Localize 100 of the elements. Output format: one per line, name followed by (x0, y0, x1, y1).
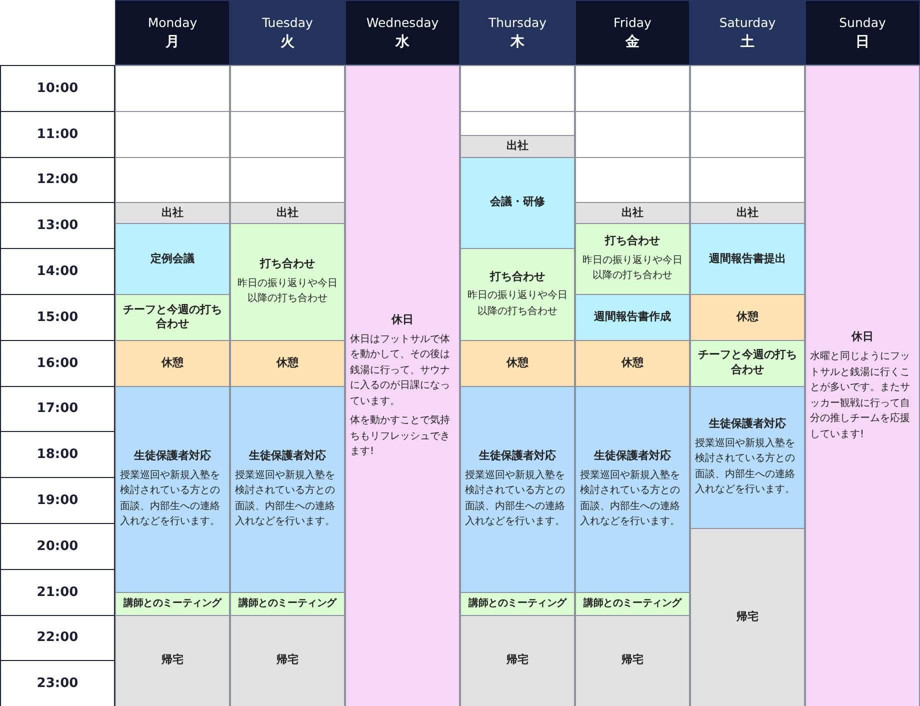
event-title: 休憩 (162, 356, 184, 371)
event-description: 授業巡回や新規入塾を検討されている方との面談、内部生への連絡入れなどを行います。 (235, 468, 336, 530)
event-title: 週間報告書作成 (594, 310, 671, 325)
time-cell (0, 248, 115, 295)
day-name: Tuesday (262, 14, 313, 30)
time-label: 20:00 (36, 538, 78, 554)
day-header (575, 0, 690, 65)
day-kanji: 金 (626, 32, 640, 50)
break-block (230, 340, 345, 387)
event-description: 昨日の振り返りや今日以降の打ち合わせ (236, 276, 338, 306)
day-header (345, 0, 460, 65)
event-title: 出社 (276, 206, 298, 221)
event-description: 体を動かすことで気持ちもリフレッシュできます! (350, 414, 451, 460)
break-block (115, 340, 230, 387)
event-title: 講師とのミーティング (583, 596, 682, 611)
time-label: 23:00 (36, 676, 78, 692)
day-kanji: 木 (510, 32, 524, 50)
schedule-block (115, 592, 230, 616)
event-title: 生徒保護者対応 (479, 448, 556, 464)
event-title: 講師とのミーティング (238, 596, 336, 611)
time-cell (0, 660, 115, 706)
event-title: 出社 (506, 138, 528, 154)
holiday-block (345, 65, 460, 706)
empty-time-slot (460, 110, 575, 136)
event-title: 生徒保護者対応 (134, 448, 211, 464)
schedule-block (460, 156, 575, 250)
time-label: 22:00 (36, 630, 78, 646)
schedule-block (690, 340, 805, 387)
event-title: 休日 (852, 330, 874, 346)
schedule-block (575, 386, 690, 593)
day-kanji: 水 (396, 32, 410, 50)
schedule-block (460, 248, 575, 341)
break-block (575, 340, 690, 387)
event-title: 生徒保護者対応 (594, 448, 671, 464)
time-cell (0, 477, 115, 524)
event-description: 授業巡回や新規入塾を検討されている方との面談、内部生への連絡入れなどを行います。 (465, 468, 566, 530)
event-title: 帰宅 (736, 610, 758, 625)
event-title: 打ち合わせ (490, 270, 545, 284)
event-title: 帰宅 (162, 653, 184, 668)
holiday-block (805, 65, 920, 706)
event-title: 休憩 (736, 310, 758, 325)
day-name: Sunday (839, 14, 886, 30)
schedule-block (690, 386, 805, 529)
schedule-block (230, 592, 345, 616)
time-label: 18:00 (36, 447, 78, 462)
time-label: 21:00 (36, 584, 78, 600)
event-title: 打ち合わせ (260, 256, 315, 272)
event-title: チーフと今週の打ち合わせ (122, 302, 223, 332)
schedule-block (115, 614, 230, 706)
schedule-block (575, 223, 690, 295)
day-header (690, 0, 805, 65)
event-description: 授業巡回や新規入塾を検討されている方との面談、内部生への連絡入れなどを行います。 (120, 468, 221, 530)
day-header (805, 0, 920, 65)
day-name: Thursday (488, 14, 547, 30)
time-cell (0, 386, 115, 432)
event-description: 昨日の振り返りや今日以降の打ち合わせ (466, 288, 568, 319)
schedule-block (575, 294, 690, 341)
event-title: 定例会議 (150, 252, 194, 266)
time-label: 11:00 (36, 126, 78, 142)
event-description: 水曜と同じようにフットサルと銭湯に行くことが多いです。またサッカー観戦に行って自分の推しチームを応援しています! (810, 350, 911, 442)
time-cell (0, 431, 115, 478)
time-cell (0, 110, 115, 158)
time-cell (0, 340, 115, 387)
day-header (230, 0, 345, 65)
time-label: 19:00 (36, 493, 78, 508)
day-kanji: 日 (856, 32, 870, 50)
time-cell (0, 523, 115, 570)
schedule-block (230, 614, 345, 706)
schedule-block (115, 386, 230, 593)
time-label: 17:00 (36, 401, 78, 416)
schedule-block (460, 614, 575, 706)
day-name: Friday (614, 14, 652, 30)
schedule-block (230, 202, 345, 224)
time-cell (0, 156, 115, 204)
day-name: Wednesday (366, 14, 439, 30)
day-kanji: 火 (280, 32, 294, 50)
event-title: 生徒保護者対応 (709, 416, 786, 432)
event-title: 講師とのミーティング (468, 596, 566, 611)
schedule-block (115, 223, 230, 295)
event-title: 週間報告書提出 (709, 252, 786, 266)
schedule-block (690, 528, 805, 706)
break-block (690, 294, 805, 341)
day-kanji: 土 (740, 32, 754, 50)
day-name: Saturday (719, 14, 776, 30)
schedule-block (690, 223, 805, 295)
event-title: チーフと今週の打ち合わせ (697, 348, 798, 378)
event-description: 休日はフットサルで体を動かして、その後は銭湯に行って、サウナに入るのが日課になっています。 (350, 332, 451, 409)
event-title: 休憩 (506, 356, 528, 371)
event-title: 休日 (392, 312, 414, 328)
time-cell (0, 568, 115, 616)
event-title: 帰宅 (276, 653, 298, 668)
day-kanji: 月 (166, 32, 180, 50)
event-title: 打ち合わせ (605, 234, 660, 249)
schedule-block (690, 202, 805, 224)
schedule-block (230, 386, 345, 593)
time-label: 14:00 (36, 264, 78, 280)
event-title: 帰宅 (622, 653, 644, 668)
event-title: 休憩 (276, 356, 298, 371)
schedule-block (575, 614, 690, 706)
schedule-block (115, 202, 230, 224)
